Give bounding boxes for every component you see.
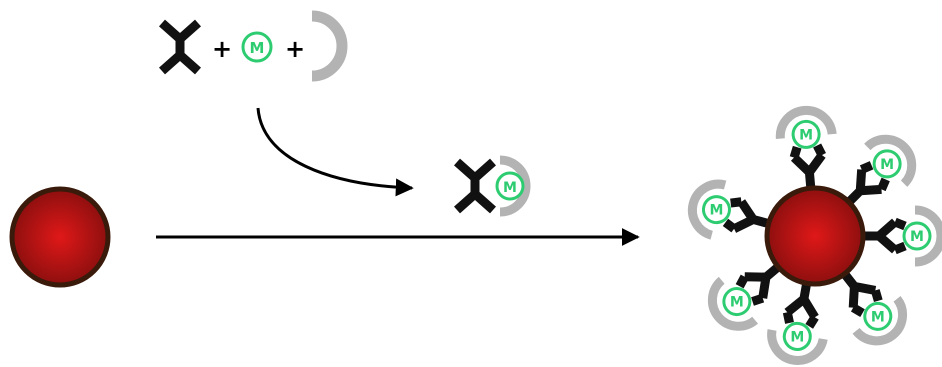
coated-molecule-ring bbox=[782, 321, 812, 351]
equation-plus-2: + bbox=[285, 35, 305, 63]
coated-molecule-ring bbox=[722, 287, 752, 317]
coated-carrier-arc bbox=[852, 296, 908, 346]
coated-antibody-icon bbox=[863, 217, 907, 255]
equation-antibody-icon bbox=[159, 19, 201, 75]
coated-carrier-arc bbox=[767, 329, 828, 365]
equation-carrier-arc bbox=[311, 10, 348, 82]
coated-complex: M bbox=[687, 179, 770, 240]
coated-molecule-ring bbox=[902, 221, 932, 251]
coated-molecule-ring bbox=[872, 149, 902, 179]
coated-molecule-label: M bbox=[880, 157, 894, 173]
coated-carrier-arc bbox=[687, 179, 727, 240]
coated-molecule-label: M bbox=[790, 329, 804, 345]
coated-molecule-ring bbox=[863, 301, 893, 331]
coated-complex: M bbox=[841, 271, 908, 346]
coated-molecule-label: M bbox=[910, 229, 924, 245]
coated-complex: M bbox=[863, 205, 942, 267]
complex-antibody-icon bbox=[454, 158, 496, 214]
coated-complex: M bbox=[707, 263, 782, 331]
complex-carrier-arc bbox=[499, 155, 531, 217]
coated-molecule-ring bbox=[701, 195, 731, 225]
coated-carrier-arc bbox=[707, 276, 758, 331]
coated-complex: M bbox=[775, 105, 837, 189]
coated-carrier-arc bbox=[864, 134, 917, 187]
coated-particle-core bbox=[764, 185, 866, 287]
coated-antibody-icon bbox=[782, 282, 819, 329]
equation-plus-1: + bbox=[212, 35, 232, 63]
coated-molecule-label: M bbox=[710, 203, 724, 219]
coated-antibody-icon bbox=[845, 161, 890, 206]
equation-molecule: M bbox=[241, 31, 273, 63]
coated-molecule-ring bbox=[791, 119, 821, 149]
coated-antibody-icon bbox=[841, 271, 883, 317]
complex: M bbox=[454, 155, 531, 217]
bare-particle bbox=[9, 186, 111, 288]
coated-antibody-icon bbox=[789, 143, 826, 189]
coated-carrier-arc bbox=[775, 105, 837, 140]
complex-molecule-ring bbox=[495, 171, 525, 201]
coated-complex: M bbox=[767, 282, 828, 365]
complex-molecule-label: M bbox=[503, 180, 517, 196]
coated-antibody-icon bbox=[722, 197, 770, 233]
coated-molecule-label: M bbox=[730, 295, 744, 311]
coated-molecule-label: M bbox=[799, 127, 813, 143]
coated-antibody-icon bbox=[735, 263, 782, 306]
coated-carrier-arc bbox=[914, 205, 942, 267]
coated-particle: M M M M M M M bbox=[687, 105, 942, 365]
equation-molecule-label: M bbox=[250, 39, 265, 57]
coated-molecule-label: M bbox=[871, 309, 885, 325]
coated-complex: M bbox=[845, 134, 917, 206]
curved-arrow bbox=[256, 107, 414, 197]
